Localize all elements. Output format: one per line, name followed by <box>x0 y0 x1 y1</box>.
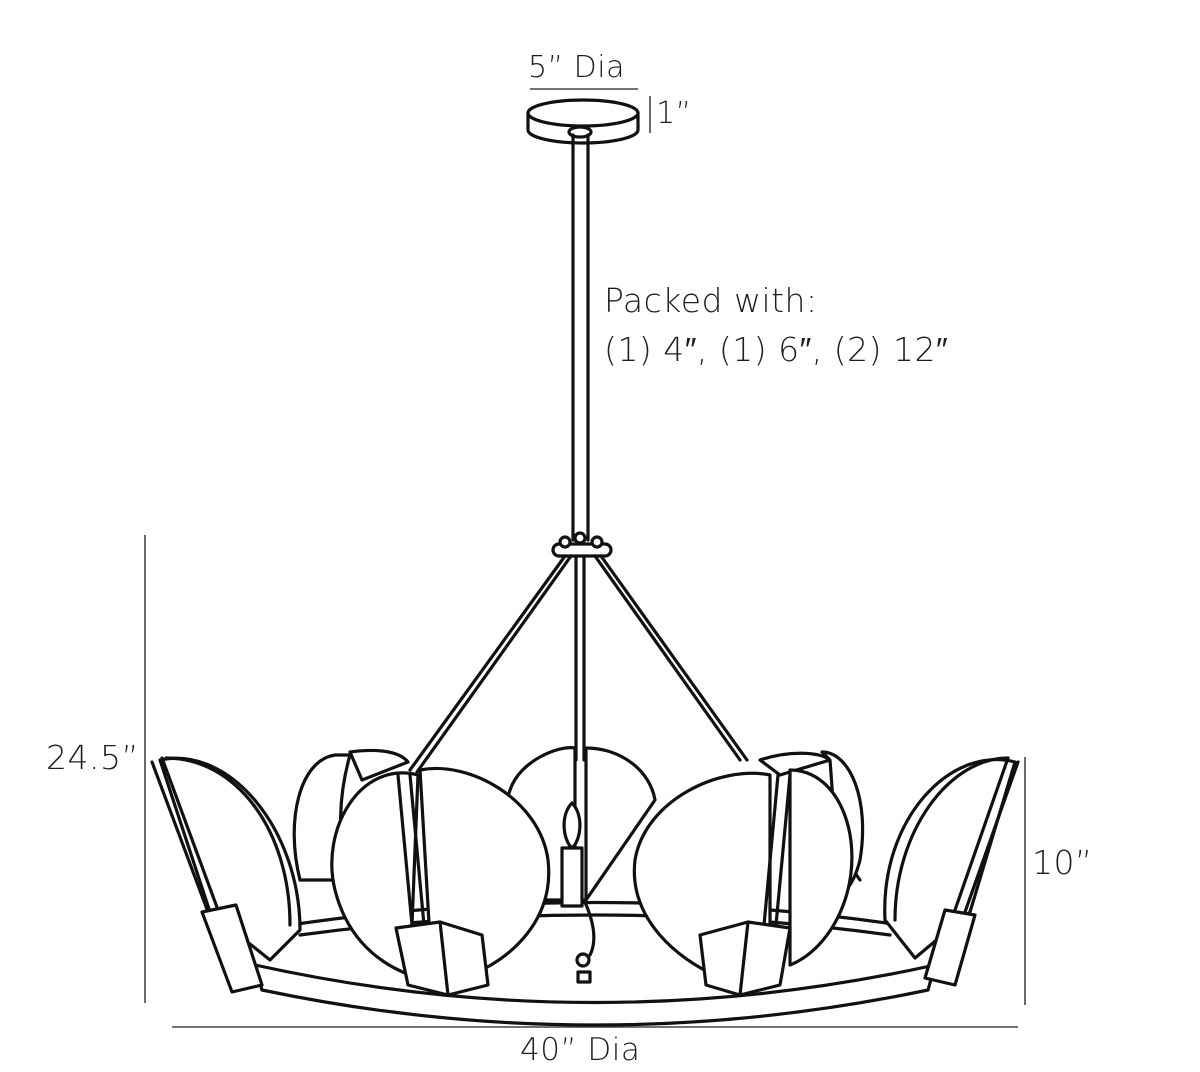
shade-left-outer <box>150 756 302 994</box>
canopy-diameter-label: 5” Dia <box>528 50 625 85</box>
hub <box>551 531 613 558</box>
shade-right-inner <box>632 768 854 997</box>
body-height-label: 10” <box>1032 843 1093 882</box>
canopy <box>526 98 640 145</box>
body-diameter-label: 40” Dia <box>520 1032 641 1068</box>
overall-height-label: 24.5” <box>46 738 140 777</box>
shade-left-inner <box>330 767 551 997</box>
packed-with-rods: (1) 4″, (1) 6″, (2) 12″ <box>604 330 949 369</box>
stem-rod <box>571 133 590 542</box>
canopy-height-label: 1” <box>656 96 692 131</box>
candle <box>560 801 596 984</box>
dimension-lines <box>144 88 1026 1028</box>
support-arms <box>298 554 862 882</box>
shade-right-outer <box>883 756 1020 987</box>
packed-with-heading: Packed with: <box>604 281 818 320</box>
